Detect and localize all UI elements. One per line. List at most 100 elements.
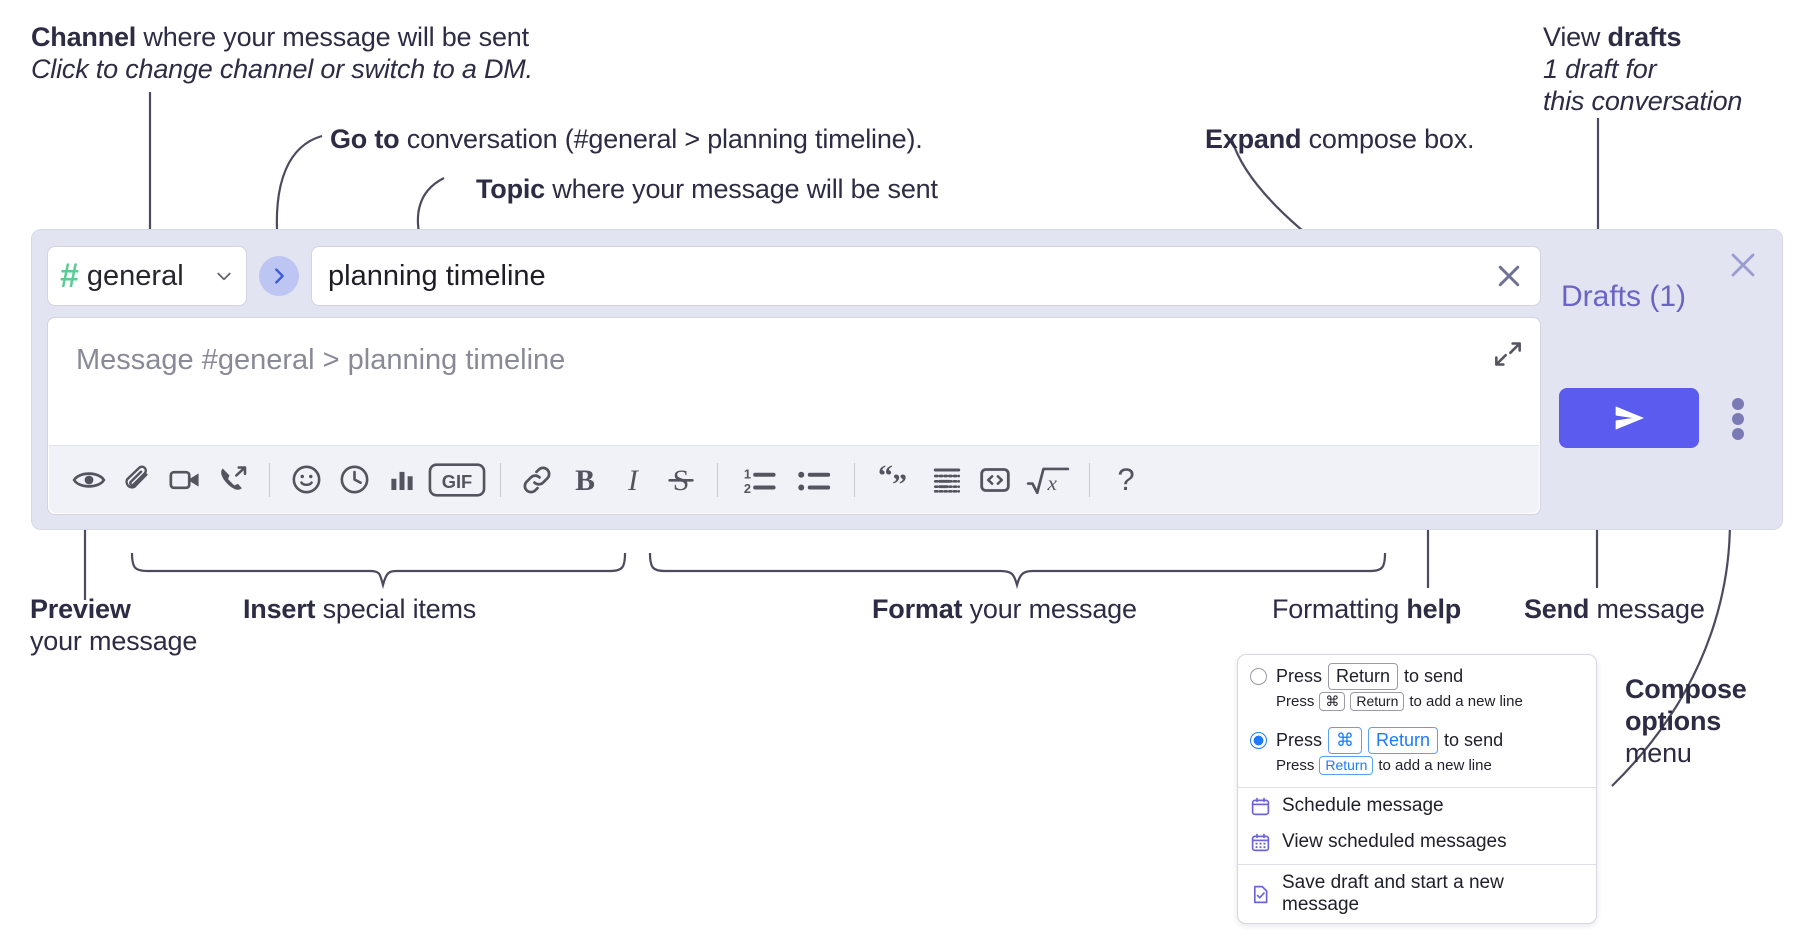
menu-item-label: Save draft and start a new message [1282, 872, 1504, 915]
radio-1-sub-suffix: to add a new line [1409, 692, 1523, 710]
calendar-icon [1251, 797, 1270, 815]
menu-item-label: View scheduled messages [1282, 831, 1507, 852]
formatting-toolbar: GIF B I S [49, 445, 1539, 513]
more-options-icon[interactable] [1727, 398, 1749, 440]
expand-icon[interactable] [1494, 340, 1522, 368]
code-block-icon[interactable] [923, 456, 971, 504]
annotation-help: Formatting help [1272, 594, 1461, 626]
radio-2-prefix: Press [1276, 729, 1323, 750]
compose-widget: Drafts (1) # general planning timeline M… [31, 229, 1783, 530]
close-icon[interactable] [1728, 250, 1758, 280]
menu-item-press-return-to-send[interactable]: Press Return to send [1238, 655, 1596, 690]
radio-1-prefix: Press [1276, 665, 1323, 686]
bulleted-list-icon[interactable] [786, 456, 842, 504]
drafts-link[interactable]: Drafts (1) [1561, 280, 1687, 313]
topic-input[interactable]: planning timeline [311, 246, 1541, 306]
inline-code-icon[interactable] [971, 456, 1019, 504]
message-input[interactable]: Message #general > planning timeline [47, 317, 1541, 515]
compose-options-menu: Press Return to send Press ⌘ Return to a… [1237, 654, 1597, 924]
annotation-help-plain: Formatting [1272, 594, 1407, 624]
blockquote-icon[interactable]: “” [867, 456, 923, 504]
annotation-drafts-italic2: this conversation [1543, 85, 1743, 116]
key-return: Return [1319, 755, 1374, 775]
svg-text:B: B [575, 463, 595, 496]
annotation-insert: Insert special items [243, 594, 476, 626]
annotation-goto: Go to conversation (#general > planning … [330, 124, 923, 156]
ordered-list-icon[interactable]: 1 2 [730, 456, 786, 504]
annotation-goto-rest: conversation (#general > planning timeli… [399, 124, 923, 154]
topic-value: planning timeline [328, 259, 546, 292]
annotation-drafts: View drafts 1 draft for this conversatio… [1543, 22, 1742, 118]
toolbar-separator [269, 462, 270, 497]
toolbar-separator [717, 462, 718, 497]
svg-text:GIF: GIF [442, 470, 473, 491]
hash-icon: # [60, 257, 79, 295]
annotation-compose-options-bold1: Compose [1625, 674, 1747, 704]
svg-text:1: 1 [744, 466, 751, 481]
annotation-expand: Expand compose box. [1205, 124, 1475, 156]
annotation-drafts-italic1: 1 draft for [1543, 53, 1657, 84]
gif-icon[interactable]: GIF [426, 456, 488, 504]
math-icon[interactable]: x [1019, 456, 1077, 504]
annotation-send-rest: message [1589, 594, 1705, 624]
annotation-compose-options-bold2: options [1625, 705, 1722, 736]
radio-1-sub-prefix: Press [1276, 692, 1315, 710]
radio-button-selected[interactable] [1250, 732, 1267, 749]
svg-text:2: 2 [744, 480, 751, 495]
calendar-grid-icon [1251, 833, 1270, 851]
radio-button[interactable] [1250, 668, 1267, 685]
key-return: Return [1350, 691, 1405, 711]
radio-2-suffix: to send [1444, 729, 1504, 750]
channel-select[interactable]: # general [47, 246, 247, 306]
bold-icon[interactable]: B [561, 456, 609, 504]
emoji-icon[interactable] [282, 456, 330, 504]
annotation-topic: Topic where your message will be sent [476, 174, 938, 206]
annotation-drafts-bold: drafts [1607, 22, 1682, 52]
annotation-expand-bold: Expand [1205, 124, 1302, 154]
menu-item-press-cmd-return-to-send[interactable]: Press ⌘ Return to send [1238, 719, 1596, 754]
menu-divider [1238, 864, 1596, 865]
poll-icon[interactable] [378, 456, 426, 504]
menu-item-view-scheduled-messages[interactable]: View scheduled messages [1238, 824, 1596, 860]
annotation-drafts-plain: View [1543, 22, 1608, 52]
goto-chevron-icon [275, 268, 284, 284]
key-command: ⌘ [1319, 691, 1346, 711]
toolbar-separator [1089, 462, 1090, 497]
menu-subtext-2: Press Return to add a new line [1238, 754, 1596, 784]
menu-item-label: Schedule message [1282, 795, 1444, 816]
clear-topic-icon[interactable] [1494, 261, 1524, 291]
save-draft-icon [1253, 885, 1268, 903]
chevron-down-icon [217, 272, 231, 281]
annotation-send-bold: Send [1524, 594, 1590, 624]
annotation-topic-bold: Topic [476, 174, 545, 204]
menu-divider [1238, 787, 1596, 788]
link-icon[interactable] [513, 456, 561, 504]
annotation-preview: Preview your message [30, 594, 197, 658]
help-icon[interactable]: ? [1102, 456, 1150, 504]
svg-text:“: “ [878, 463, 893, 493]
goto-conversation-button[interactable] [259, 256, 299, 296]
key-return: Return [1368, 727, 1439, 754]
annotation-preview-rest: your message [30, 625, 198, 656]
clock-icon[interactable] [330, 456, 378, 504]
huddle-icon[interactable] [209, 456, 257, 504]
svg-text:x: x [1047, 470, 1058, 494]
attachment-icon[interactable] [113, 456, 161, 504]
menu-item-schedule-message[interactable]: Schedule message [1238, 788, 1596, 824]
annotation-expand-rest: compose box. [1301, 124, 1475, 154]
radio-2-sub-suffix: to add a new line [1378, 756, 1492, 774]
italic-icon[interactable]: I [609, 456, 657, 504]
strikethrough-icon[interactable]: S [657, 456, 705, 504]
annotation-compose-options-rest: menu [1625, 737, 1692, 768]
key-return: Return [1328, 663, 1399, 690]
annotation-goto-bold: Go to [330, 124, 400, 154]
menu-item-save-draft[interactable]: Save draft and start a new message [1238, 865, 1596, 923]
annotation-insert-rest: special items [315, 594, 477, 624]
message-placeholder: Message #general > planning timeline [76, 344, 566, 376]
preview-icon[interactable] [65, 456, 113, 504]
annotation-format-bold: Format [872, 594, 963, 624]
video-icon[interactable] [161, 456, 209, 504]
toolbar-separator [500, 462, 501, 497]
radio-1-suffix: to send [1404, 665, 1464, 686]
send-button[interactable] [1559, 388, 1699, 448]
